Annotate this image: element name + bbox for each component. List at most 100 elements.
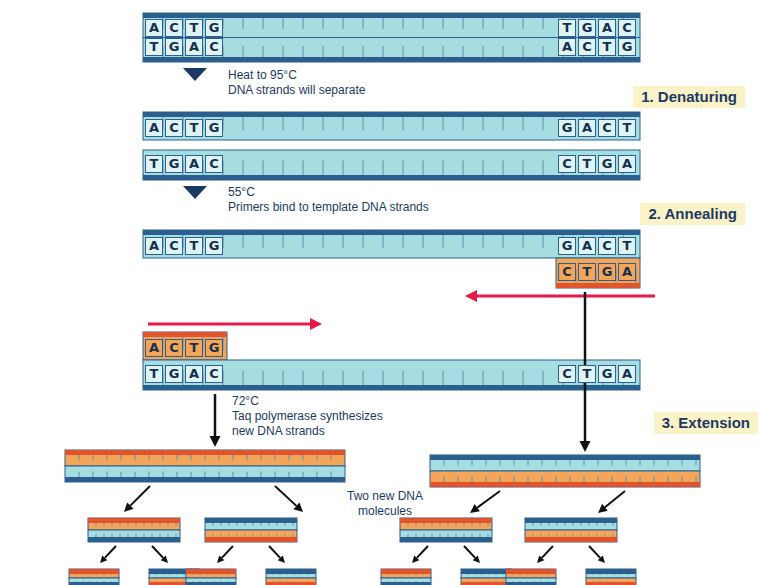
base-tick [96,523,97,526]
base-tick [523,235,524,248]
base-tick [275,455,276,460]
base-tick [280,574,281,576]
base-tick [213,523,214,526]
base-tick [163,574,164,576]
step-note: Taq polymerase synthesizes new DNA stran… [232,409,407,439]
strand-backbone [381,582,431,585]
step-note: 72°C [232,394,259,409]
base-tick [483,46,484,57]
strand-backbone [461,569,511,574]
strand-backbone [266,582,316,585]
base-letter: C [165,237,183,255]
base-tick [513,581,514,583]
base-tick [191,455,192,460]
base-tick [640,477,641,482]
base-tick [527,581,528,583]
strand-body [143,112,640,140]
base-tick [593,574,594,576]
base-tick [597,534,598,537]
arrow-shaft [417,546,428,558]
base-tick [605,523,606,526]
strand-backbone [186,582,236,585]
step-note: DNA strands will separate [228,83,365,98]
base-tick [160,534,161,537]
base-tick [463,117,464,130]
base-tick [285,534,286,537]
process-arrow [210,394,221,447]
process-arrow [269,546,285,563]
dna-strand [65,466,345,482]
dna-strand [400,518,492,530]
process-arrow [598,491,625,513]
strand-backbone [69,582,119,585]
dna-strand [186,578,236,585]
base-tick [589,523,590,526]
strand-body [266,569,316,578]
base-tick [228,574,229,576]
base-tick [168,534,169,537]
base-tick [565,523,566,526]
dna-strand [461,578,511,585]
base-tick [263,46,264,57]
arrow-shaft [464,546,475,558]
strand-body [143,360,640,390]
base-tick [541,581,542,583]
strand-body [525,518,617,530]
base-letter: G [598,263,616,281]
base-tick [273,574,274,576]
strand-body [461,569,511,578]
base-tick [503,581,504,583]
base-tick [253,534,254,537]
base-tick [528,460,529,465]
base-tick [111,581,112,583]
base-letter: A [145,237,163,255]
base-tick [289,472,290,477]
base-tick [207,581,208,583]
step-title: 1. Denaturing [641,88,737,106]
dna-strand [65,450,345,466]
strand-backbone [65,477,345,482]
base-tick [628,581,629,583]
strand-body [186,578,236,585]
base-letter: T [618,119,636,137]
base-letter: A [598,19,616,37]
base-tick [233,472,234,477]
base-tick [363,371,364,386]
strand-backbone [143,13,640,18]
process-arrow [464,546,480,563]
base-tick [621,574,622,576]
arrow-head [598,504,608,513]
base-letter: C [558,263,576,281]
base-tick [402,581,403,583]
base-tick [448,523,449,526]
base-tick [287,581,288,583]
base-tick [221,534,222,537]
base-tick [283,46,284,57]
base-letter: A [618,365,636,383]
base-letter: C [165,339,183,357]
base-tick [136,534,137,537]
base-tick [83,581,84,583]
base-tick [219,455,220,460]
arrow-head [465,290,477,302]
dna-strand [525,530,617,542]
base-tick [668,477,669,482]
base-tick [247,455,248,460]
base-tick [285,523,286,526]
base-tick [416,581,417,583]
base-tick [177,455,178,460]
strand-body [143,38,640,63]
base-tick [383,18,384,29]
base-tick [458,477,459,482]
base-tick [263,161,264,176]
base-tick [496,581,497,583]
base-tick [403,161,404,176]
base-tick [503,371,504,386]
base-tick [395,581,396,583]
base-letter: G [205,237,223,255]
strand-backbone [143,57,640,62]
base-tick [176,523,177,526]
base-tick [523,46,524,57]
base-letter: T [185,19,203,37]
dna-strand [461,569,511,578]
